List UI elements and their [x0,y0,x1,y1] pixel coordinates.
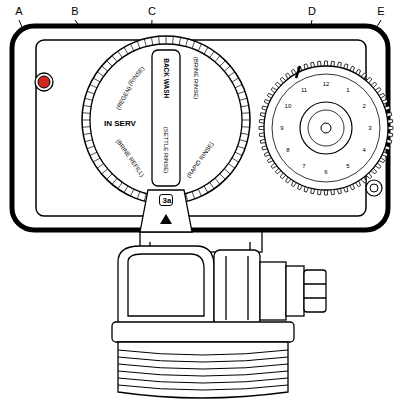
callout-letter: D [308,6,316,17]
regen-button [35,73,53,91]
dial-position-label: BACK WASH [163,58,170,98]
valve-body [112,226,326,398]
regen-button-cap [38,76,50,88]
timer-number: 12 [323,81,330,87]
position-tag: 3a [159,194,174,206]
callout-letter: C [148,6,156,17]
timer-gear-teeth [259,61,393,195]
timer-number: 7 [302,163,305,169]
cycle-dial-rim [82,36,250,204]
dial-position-label: IN SERV [104,120,136,128]
gear-knob-inner [370,184,378,192]
gear-knob [366,180,382,196]
timer-number: 9 [280,125,283,131]
timer-number: 8 [286,147,289,153]
timer-ring [272,74,380,182]
timer-number: 10 [285,103,292,109]
timer-number: 4 [362,147,365,153]
base-threads [118,350,288,390]
pointer-arrow [160,214,172,224]
dial-position-label: (SETTLE RINSE) [163,127,169,174]
timer-hub [300,102,352,154]
timer-center [321,123,331,133]
tag-text: 3a [163,197,170,205]
dial-knurling [82,36,250,204]
time-pointer [296,66,300,78]
cycle-dial [90,44,242,196]
callout-letter: E [377,6,384,17]
timer-number: 5 [346,163,349,169]
timer-number: 1 [346,87,349,93]
timer-gear [264,66,388,190]
timer-hub-inner [308,110,344,146]
timer-number: 11 [301,87,307,93]
callout-letter: A [15,6,22,17]
control-housing [12,26,388,230]
timer-number: 2 [362,103,365,109]
timer-number: 6 [324,169,327,175]
timer-number: 3 [368,125,371,131]
dial-position-label: (BRINE RINSE) [193,57,199,99]
callout-letter: B [71,6,78,17]
dial-slot [152,50,180,186]
dial-pointer-tab [140,190,192,232]
